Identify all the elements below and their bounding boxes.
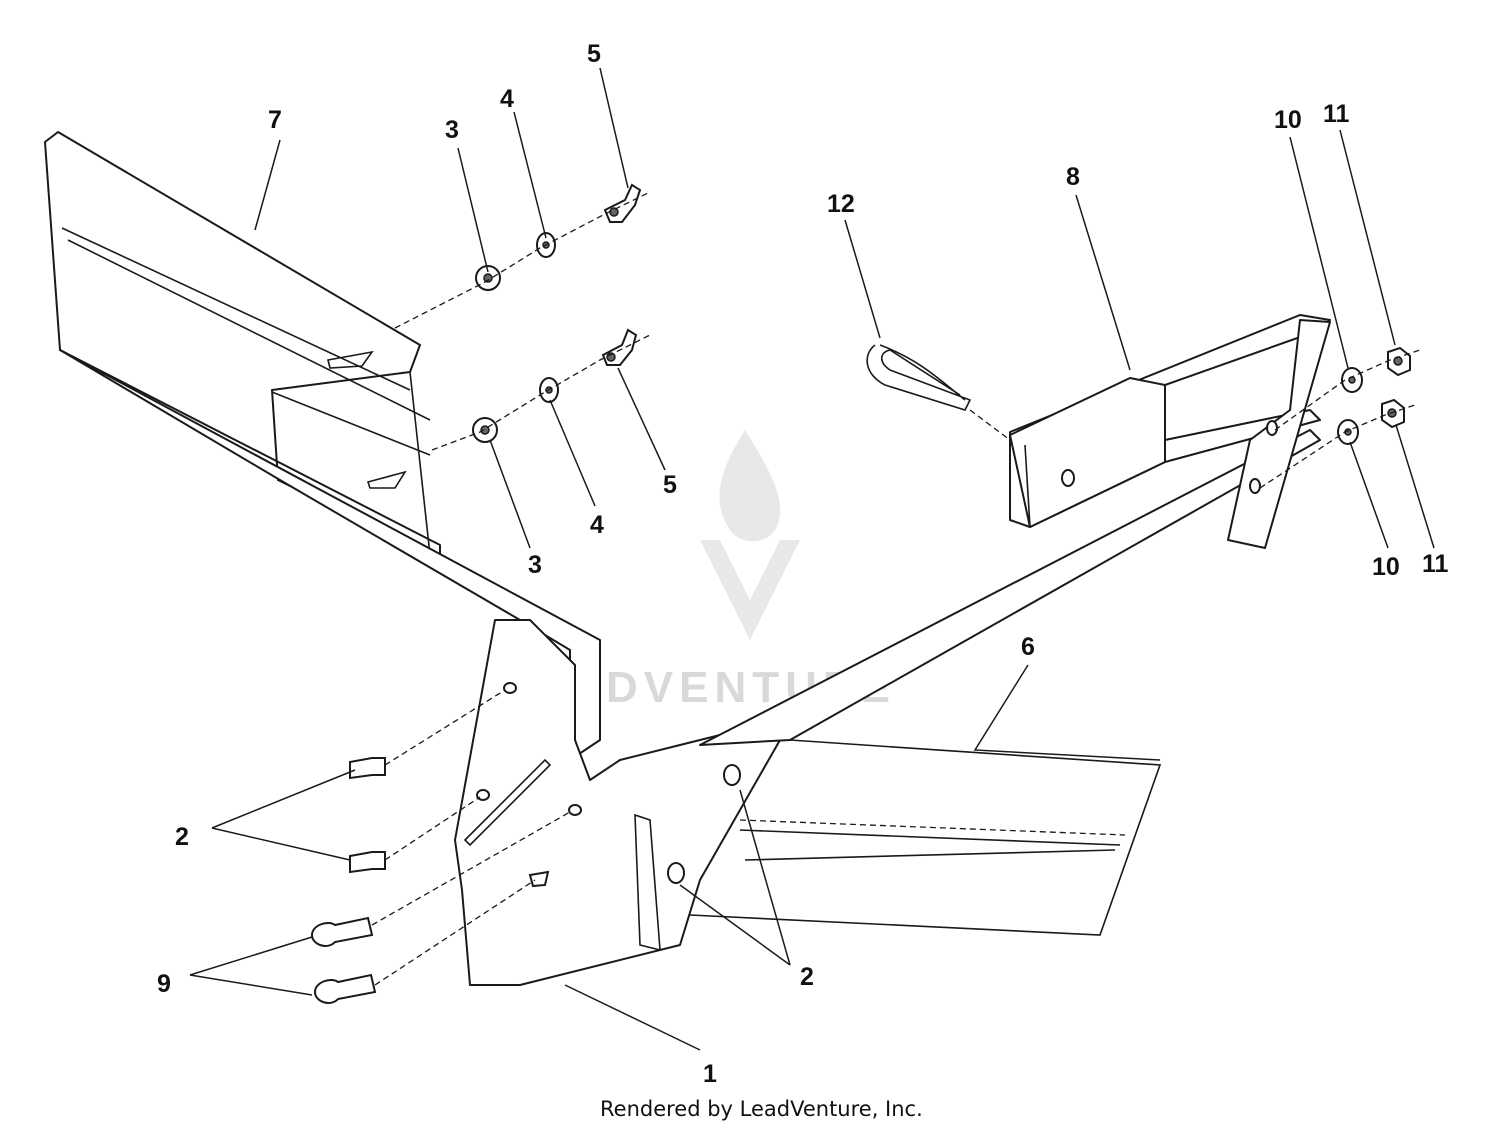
leadventure-watermark-logo: [700, 430, 800, 640]
callout-12: 12: [827, 190, 855, 218]
part-11-nut-upper: [1387, 346, 1411, 377]
part-2-carriage-bolt-upper: [349, 757, 386, 780]
part-10-lock-washer-lower: [1337, 419, 1359, 445]
part-8-right-bracket: [1009, 314, 1331, 549]
part-7-upper-panel: [44, 131, 601, 761]
callout-8: 8: [1066, 163, 1080, 191]
callout-labels: 7 3 4 5 5 4 3 12 8 10 11 10 11 6 2 2 9 1: [157, 40, 1449, 1088]
callout-7: 7: [268, 106, 282, 134]
part-6-rail: [689, 429, 1321, 936]
callout-10-upper: 10: [1274, 106, 1302, 134]
callout-3-upper: 3: [445, 116, 459, 144]
rendered-by-footer: Rendered by LeadVenture, Inc.: [600, 1097, 923, 1121]
callout-6: 6: [1021, 633, 1035, 661]
callout-11-lower: 11: [1422, 550, 1449, 578]
assembly-lines: [371, 191, 1421, 986]
part-11-nut-lower: [1381, 398, 1405, 429]
callout-10-lower: 10: [1372, 553, 1400, 581]
callout-2-left: 2: [175, 823, 189, 851]
part-12-hairpin-clip: [866, 344, 972, 411]
part-10-lock-washer-upper: [1341, 367, 1363, 393]
part-2-carriage-bolt-lower: [349, 851, 386, 874]
callout-9: 9: [157, 970, 171, 998]
callout-5-upper: 5: [587, 40, 601, 68]
leader-lines: [189, 67, 1435, 1051]
part-9-screw-lower: [313, 973, 377, 1004]
callout-2-right: 2: [800, 963, 814, 991]
part-5-bolt-lower: [601, 328, 638, 366]
part-5-bolt-upper: [603, 183, 642, 223]
callout-5-lower: 5: [663, 471, 677, 499]
callout-11-upper: 11: [1323, 100, 1350, 128]
callout-4-upper: 4: [500, 85, 514, 113]
callout-3-lower: 3: [528, 551, 542, 579]
callout-4-lower: 4: [590, 511, 604, 539]
callout-1: 1: [703, 1060, 717, 1088]
part-9-screw-upper: [310, 916, 374, 947]
part-3-star-washer-lower: [472, 417, 498, 443]
part-3-star-washer-upper: [475, 265, 501, 291]
